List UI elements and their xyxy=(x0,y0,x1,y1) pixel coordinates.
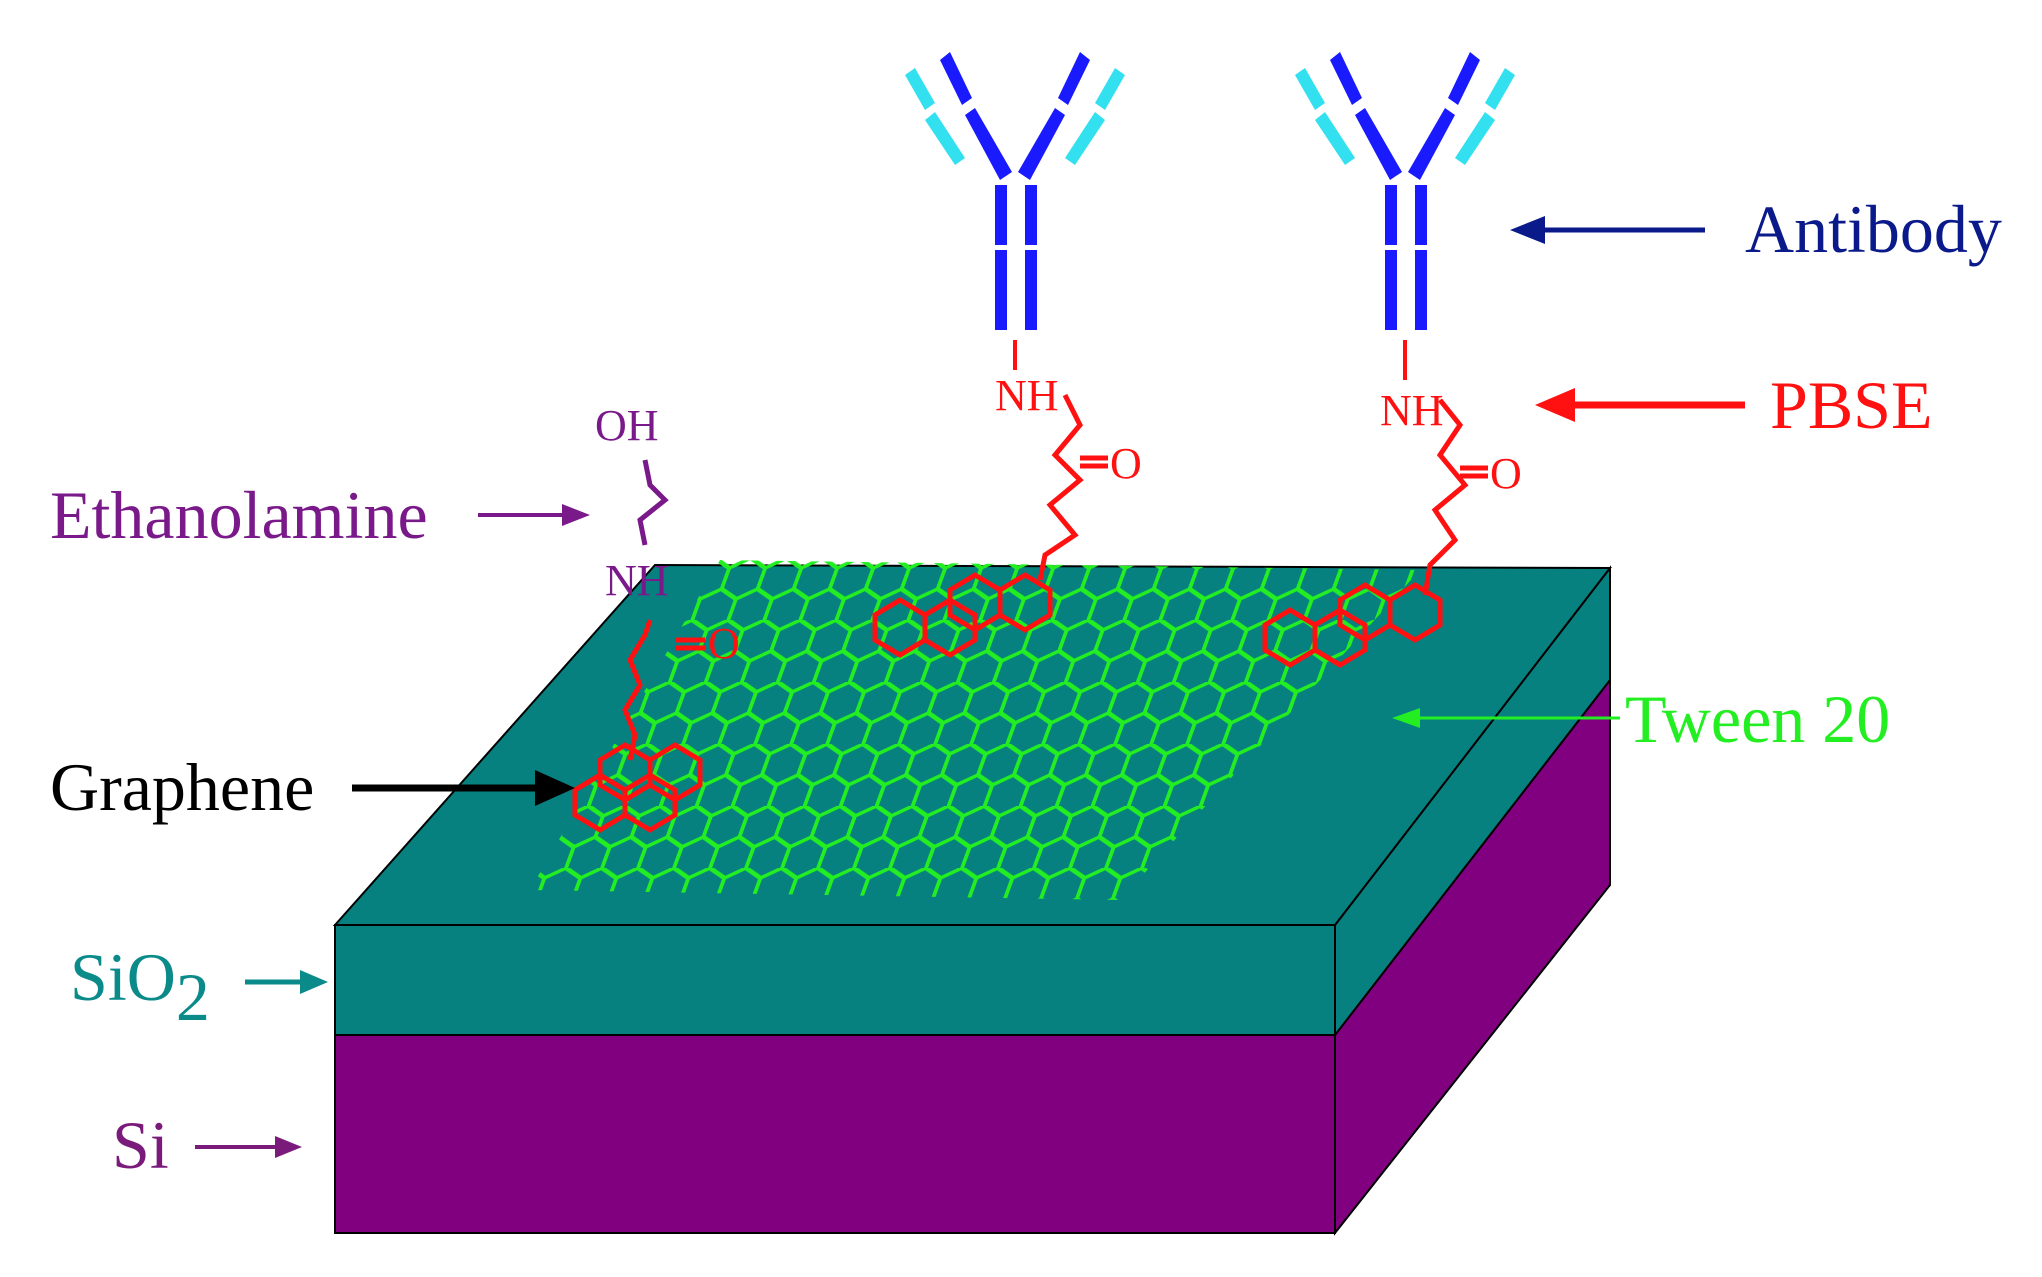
sio2-layer-front xyxy=(334,924,1336,1036)
label-tween: Tween 20 xyxy=(1392,681,1890,757)
si-label: Si xyxy=(112,1107,169,1183)
ethanolamine-molecule xyxy=(637,459,669,546)
label-pbse: PBSE xyxy=(1535,367,1933,443)
antibody-label: Antibody xyxy=(1745,191,2002,267)
nh-label-mid: NH xyxy=(995,371,1059,420)
o-label-left: O xyxy=(708,619,740,668)
nh-label-left: NH xyxy=(605,556,669,605)
antibody-right xyxy=(1295,52,1515,380)
ethanolamine-label: Ethanolamine xyxy=(50,477,428,553)
nh-label-right: NH xyxy=(1380,386,1444,435)
si-layer-front xyxy=(334,1034,1336,1234)
oh-label: OH xyxy=(595,401,659,450)
pbse-molecule-left xyxy=(572,619,703,833)
sio2-label: SiO2 xyxy=(70,939,210,1035)
label-ethanolamine: Ethanolamine xyxy=(50,477,590,553)
graphene-label: Graphene xyxy=(50,749,314,825)
chem-labels: NH OH O NH O NH O xyxy=(595,371,1522,668)
pbse-molecule-mid xyxy=(872,393,1084,658)
o-label-right: O xyxy=(1490,449,1522,498)
label-graphene: Graphene xyxy=(50,749,575,825)
o-label-mid: O xyxy=(1110,439,1142,488)
pbse-molecule-right xyxy=(1262,398,1469,668)
label-antibody: Antibody xyxy=(1510,191,2002,267)
tween-label: Tween 20 xyxy=(1625,681,1890,757)
pbse-label: PBSE xyxy=(1770,367,1933,443)
label-sio2: SiO2 xyxy=(70,939,328,1035)
carbonyl-groups xyxy=(675,455,1488,651)
label-si: Si xyxy=(112,1107,302,1183)
antibody-left xyxy=(905,52,1125,370)
